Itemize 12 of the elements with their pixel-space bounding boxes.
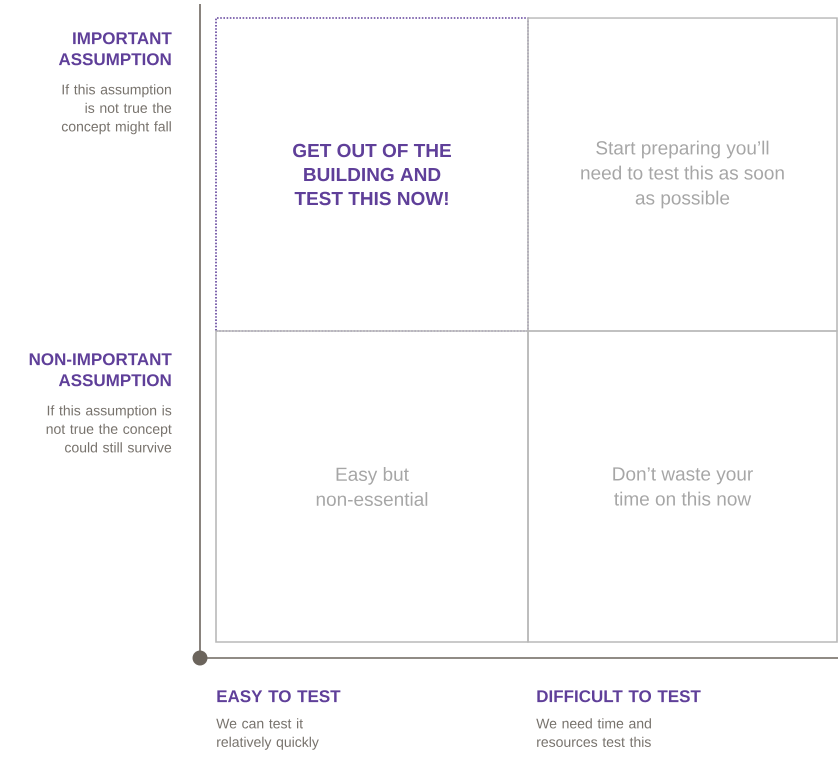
axis-description: We need time and resources test this [536,718,651,747]
quadrant-box: Don’t waste your time on this now [527,330,838,643]
quadrant-box: GET OUT OF THE BUILDING AND TEST THIS NOW! [215,17,529,332]
axis-heading: NON-IMPORTANT ASSUMPTION [30,353,172,386]
axis-heading: DIFFICULT TO TEST [537,690,701,702]
quadrant-box: Start preparing you’ll need to test this as soon as possible [527,17,838,332]
axis-heading: EASY TO TEST [217,690,340,702]
axis-description: If this assumption is not true the concept might fall [62,84,172,134]
quadrant-box: Easy but non-essential [215,330,529,643]
axis-description: We can test it relatively quickly [216,718,319,750]
axis-description: If this assumption is not true the concept could still survive [46,405,172,452]
axis-heading: IMPORTANT ASSUMPTION [58,32,172,66]
